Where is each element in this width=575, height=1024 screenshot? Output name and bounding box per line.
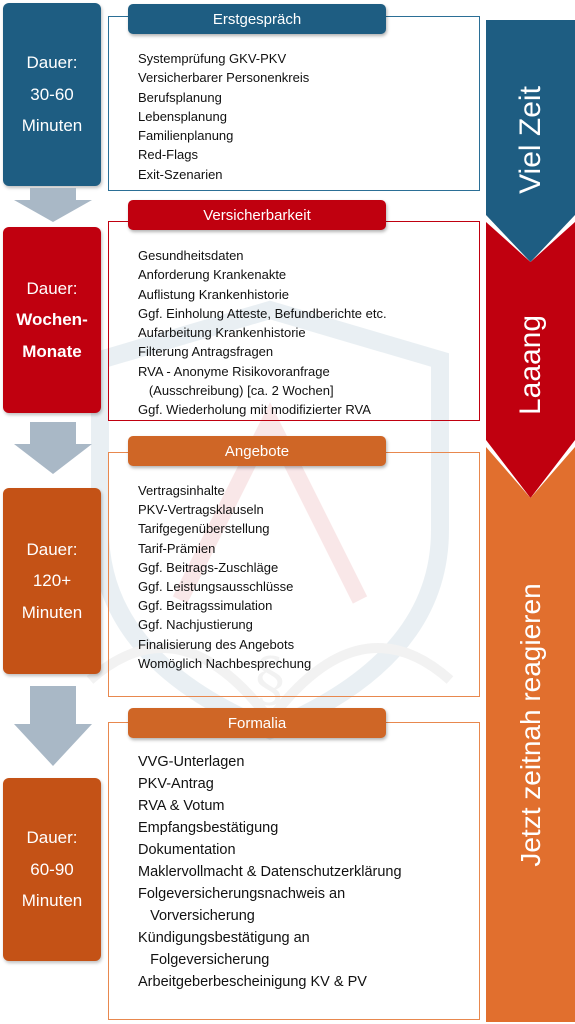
list-item: Red-Flags <box>138 147 198 163</box>
duration-value: 120+ <box>32 571 72 591</box>
duration-value: 60-90 <box>30 859 74 879</box>
list-item: Ggf. Einholung Atteste, Befundberichte e… <box>138 305 387 321</box>
duration-unit: Minuten <box>21 891 83 911</box>
duration-label: Dauer: <box>26 278 78 298</box>
list-item: Maklervollmacht & Datenschutzerklärung <box>138 864 402 880</box>
stage-header-3: Angebote <box>128 436 386 466</box>
content-box-1: Systemprüfung GKV-PKV Versicherbarer Per… <box>108 16 480 191</box>
timeline-column: Viel Zeit Laaang Jetzt zeitnah reagieren <box>486 0 575 1024</box>
list-item: Aufarbeitung Krankenhistorie <box>138 325 306 341</box>
duration-block-2: Dauer: Wochen- Monate <box>3 227 101 413</box>
list-item: PKV-Antrag <box>138 776 214 792</box>
list-item: Womöglich Nachbesprechung <box>138 655 312 671</box>
list-item: Ggf. Wiederholung mit modifizierter RVA <box>138 402 371 418</box>
list-item: Gesundheitsdaten <box>138 248 244 263</box>
list-item: VVG-Unterlagen <box>138 754 245 770</box>
stage-header-4: Formalia <box>128 708 386 738</box>
list-item: PKV-Vertragsklauseln <box>138 502 264 518</box>
item-list-2: Gesundheitsdaten Anforderung Krankenakte… <box>109 246 479 420</box>
list-item: Auflistung Krankenhistorie <box>138 286 290 302</box>
item-list-1: Systemprüfung GKV-PKV Versicherbarer Per… <box>109 49 479 184</box>
content-box-2: Gesundheitsdaten Anforderung Krankenakte… <box>108 221 480 421</box>
timeline-label-3: Jetzt zeitnah reagieren <box>514 583 546 867</box>
list-item: Tarifgegenüberstellung <box>138 521 270 537</box>
list-item: Kündigungsbestätigung an <box>138 930 310 946</box>
list-item: Ggf. Leistungsausschlüsse <box>138 579 294 595</box>
timeline-chevrons <box>486 20 575 1022</box>
list-item: Berufsplanung <box>138 89 222 105</box>
timeline-label-1: Viel Zeit <box>513 86 547 194</box>
down-arrow-icon <box>14 422 92 474</box>
list-item: Ggf. Beitragssimulation <box>138 598 273 614</box>
list-item: Versicherbarer Personenkreis <box>138 70 310 86</box>
list-item: Dokumentation <box>138 842 236 858</box>
stage-header-2: Versicherbarkeit <box>128 200 386 230</box>
svg-text:§: § <box>255 645 285 715</box>
list-item: Finalisierung des Angebots <box>138 636 295 652</box>
item-list-3: Vertragsinhalte PKV-Vertragsklauseln Tar… <box>109 481 479 673</box>
stage-header-1: Erstgespräch <box>128 4 386 34</box>
down-arrow-icon <box>14 188 92 222</box>
list-item: RVA - Anonyme Risikovoranfrage <box>138 363 330 379</box>
content-box-4: VVG-Unterlagen PKV-Antrag RVA & Votum Em… <box>108 722 480 1020</box>
list-item: Filterung Antragsfragen <box>138 344 274 360</box>
down-arrow-icon <box>14 686 92 766</box>
list-item: RVA & Votum <box>138 798 225 814</box>
duration-label: Dauer: <box>26 828 78 848</box>
list-item: Vertragsinhalte <box>138 483 225 498</box>
duration-value: Wochen- <box>16 310 88 330</box>
list-item: Anforderung Krankenakte <box>138 267 287 283</box>
duration-label: Dauer: <box>26 53 78 73</box>
list-item: Ggf. Nachjustierung <box>138 617 253 633</box>
list-item: Empfangsbestätigung <box>138 820 279 836</box>
list-item: Systemprüfung GKV-PKV <box>138 51 287 66</box>
list-item: Tarif-Prämien <box>138 540 216 556</box>
list-item: Exit-Szenarien <box>138 166 223 182</box>
list-item: Folgeversicherungsnachweis an <box>138 886 346 902</box>
content-box-3: Vertragsinhalte PKV-Vertragsklauseln Tar… <box>108 452 480 697</box>
list-item: Ggf. Beitrags-Zuschläge <box>138 559 279 575</box>
timeline-segment-1 <box>486 20 575 262</box>
duration-unit: Minuten <box>21 602 83 622</box>
duration-block-1: Dauer: 30-60 Minuten <box>3 3 101 186</box>
duration-unit: Monate <box>22 341 82 361</box>
duration-block-4: Dauer: 60-90 Minuten <box>3 778 101 961</box>
timeline-label-2: Laaang <box>513 314 547 416</box>
duration-block-3: Dauer: 120+ Minuten <box>3 488 101 674</box>
list-item: Lebensplanung <box>138 108 227 124</box>
list-item: Folgeversicherung <box>138 952 270 968</box>
list-item: (Ausschreibung) [ca. 2 Wochen] <box>138 383 334 399</box>
duration-unit: Minuten <box>21 116 83 136</box>
list-item: Familienplanung <box>138 128 234 144</box>
timeline-segment-2 <box>486 222 575 498</box>
duration-label: Dauer: <box>26 539 78 559</box>
list-item: Vorversicherung <box>138 908 255 924</box>
item-list-4: VVG-Unterlagen PKV-Antrag RVA & Votum Em… <box>109 751 479 993</box>
list-item: Arbeitgeberbescheinigung KV & PV <box>138 974 367 990</box>
timeline-segment-3 <box>486 447 575 1022</box>
duration-value: 30-60 <box>30 84 74 104</box>
